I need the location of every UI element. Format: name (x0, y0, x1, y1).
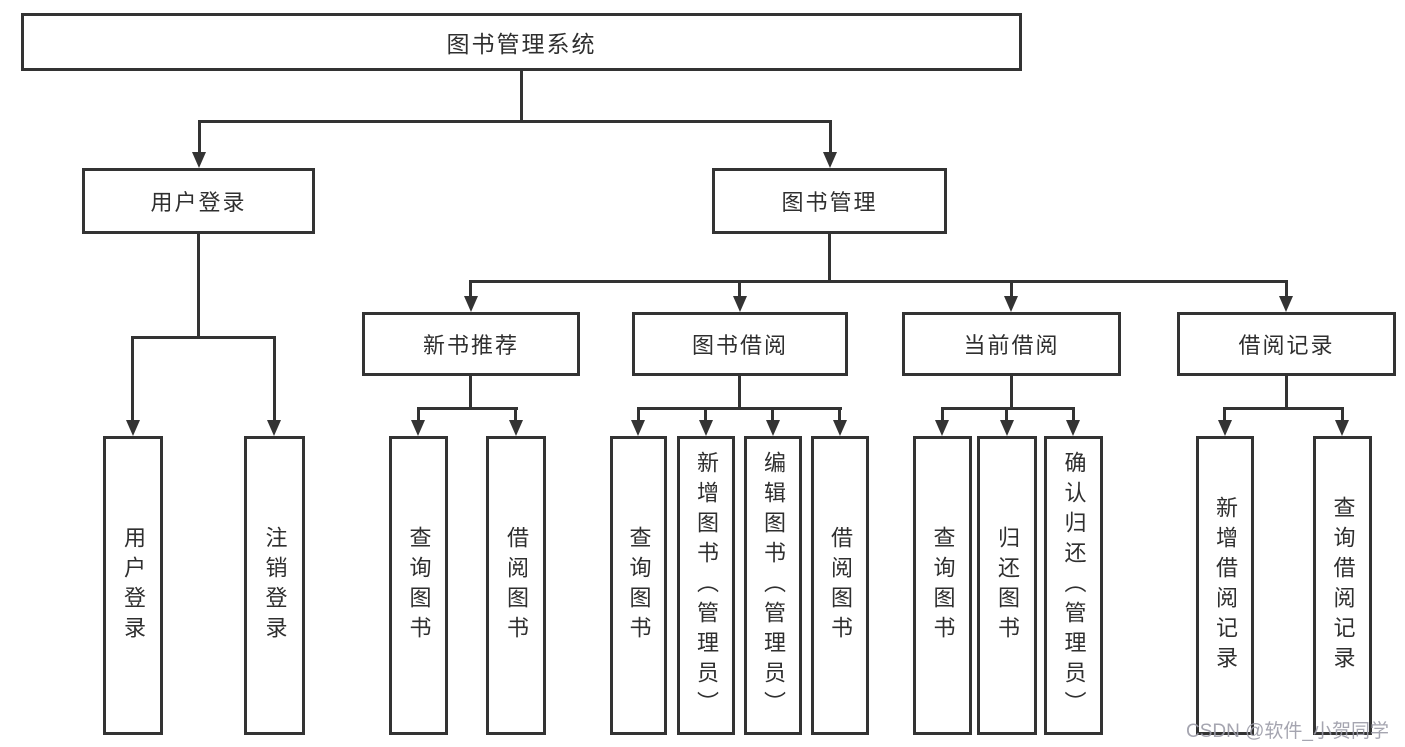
leaf-confirm-return-admin: 确认归还（管理员） (1044, 436, 1103, 735)
connector-drop-leaf (838, 407, 841, 420)
leaf-edit-books-admin: 编辑图书（管理员） (744, 436, 802, 735)
arrowhead-leaf (1335, 420, 1349, 436)
connector-borrow-records-stem (1285, 376, 1288, 407)
leaf-return-books: 归还图书 (977, 436, 1037, 735)
connector-drop-leaf (941, 407, 944, 420)
connector-drop-leaf (1005, 407, 1008, 420)
arrowhead-borrow-records (1279, 296, 1293, 312)
connector-drop-leaf-login (131, 336, 134, 422)
connector-drop-leaf (1072, 407, 1075, 420)
node-label: 用户登录 (150, 190, 247, 215)
arrowhead-leaf (699, 420, 713, 436)
leaf-user-login: 用户登录 (103, 436, 163, 735)
node-new-book-recommend: 新书推荐 (362, 312, 580, 376)
connector-user-login-stem (197, 233, 200, 336)
connector-drop-user-login (198, 120, 201, 154)
arrowhead-leaf (1066, 420, 1080, 436)
connector-book-management-stem (828, 233, 831, 280)
connector-drop-new-book-recommend (469, 280, 472, 297)
leaf-label: 查询图书 (626, 525, 652, 646)
leaf-label: 查询图书 (930, 525, 956, 646)
connector-drop-book-borrow (738, 280, 741, 297)
csdn-watermark: CSDN @软件_小贺同学 (1186, 721, 1389, 742)
connector-root-stem (520, 70, 523, 120)
leaf-query-books-current: 查询图书 (913, 436, 972, 735)
leaf-borrow-books-recommend: 借阅图书 (486, 436, 546, 735)
leaf-label: 归还图书 (995, 525, 1020, 646)
node-user-login: 用户登录 (82, 168, 315, 234)
connector-drop-leaf (1223, 407, 1226, 420)
arrowhead-leaf (833, 420, 847, 436)
arrowhead-current-borrow (1004, 296, 1018, 312)
connector-new-book-recommend-stem (469, 376, 472, 407)
node-label: 借阅记录 (1238, 333, 1335, 358)
arrowhead-leaf (411, 420, 425, 436)
arrowhead-leaf-login (126, 420, 140, 436)
arrowhead-leaf (1000, 420, 1014, 436)
connector-current-borrow-stem (1010, 376, 1013, 407)
leaf-label: 借阅图书 (828, 525, 853, 646)
connector-drop-current-borrow (1010, 280, 1013, 297)
connector-drop-book-management (829, 120, 832, 154)
arrowhead-leaf (631, 420, 645, 436)
connector-drop-leaf (637, 407, 640, 420)
arrowhead-user-login (192, 152, 206, 168)
leaf-add-borrow-record: 新增借阅记录 (1196, 436, 1254, 735)
leaf-label: 新增借阅记录 (1213, 495, 1238, 676)
connector-drop-leaf (704, 407, 707, 420)
node-label: 新书推荐 (422, 333, 519, 358)
connector-rail-level2 (198, 120, 832, 123)
node-root-system: 图书管理系统 (21, 13, 1022, 71)
arrowhead-book-management (823, 152, 837, 168)
connector-rail-book-borrow (637, 407, 842, 410)
connector-drop-leaf (417, 407, 420, 420)
leaf-label: 确认归还（管理员） (1061, 450, 1087, 721)
node-label: 当前借阅 (963, 333, 1060, 358)
connector-drop-leaf (1341, 407, 1344, 420)
leaf-logout: 注销登录 (244, 436, 305, 735)
connector-rail-borrow-records (1223, 407, 1343, 410)
connector-rail-current-borrow (941, 407, 1075, 410)
leaf-label: 查询借阅记录 (1330, 495, 1356, 676)
leaf-add-books-admin: 新增图书（管理员） (677, 436, 735, 735)
node-borrow-records: 借阅记录 (1177, 312, 1396, 376)
node-current-borrow: 当前借阅 (902, 312, 1121, 376)
arrowhead-leaf (766, 420, 780, 436)
arrowhead-book-borrow (733, 296, 747, 312)
leaf-query-books-borrow: 查询图书 (610, 436, 667, 735)
arrowhead-leaf-logout (267, 420, 281, 436)
leaf-label: 新增图书（管理员） (694, 450, 719, 721)
arrowhead-leaf (1218, 420, 1232, 436)
connector-drop-borrow-records (1285, 280, 1288, 297)
leaf-query-books-recommend: 查询图书 (389, 436, 448, 735)
connector-rail-level3 (469, 280, 1288, 283)
arrowhead-new-book-recommend (464, 296, 478, 312)
arrowhead-leaf (509, 420, 523, 436)
node-label: 图书管理 (781, 190, 878, 215)
node-label: 图书管理系统 (446, 31, 597, 57)
connector-drop-leaf-logout (273, 336, 276, 422)
connector-drop-leaf (771, 407, 774, 420)
connector-rail-new-book-recommend (417, 407, 518, 410)
leaf-label: 借阅图书 (504, 525, 529, 646)
arrowhead-leaf (935, 420, 949, 436)
leaf-label: 注销登录 (262, 525, 288, 646)
node-book-borrow: 图书借阅 (632, 312, 848, 376)
node-book-management: 图书管理 (712, 168, 947, 234)
connector-drop-leaf (514, 407, 517, 420)
leaf-label: 用户登录 (121, 525, 146, 646)
node-label: 图书借阅 (691, 333, 788, 358)
connector-book-borrow-stem (738, 376, 741, 407)
leaf-query-borrow-record: 查询借阅记录 (1313, 436, 1372, 735)
leaf-label: 查询图书 (406, 525, 432, 646)
leaf-borrow-books: 借阅图书 (811, 436, 869, 735)
leaf-label: 编辑图书（管理员） (761, 450, 786, 721)
connector-rail-user-login (131, 336, 276, 339)
